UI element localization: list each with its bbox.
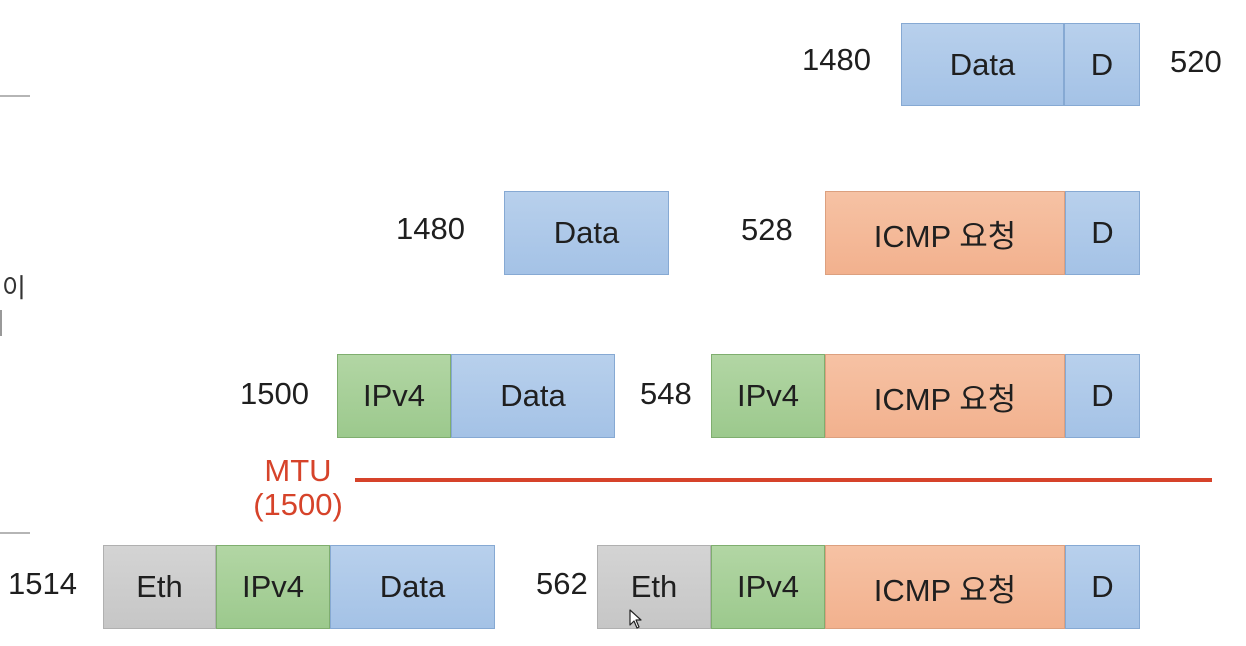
row4-right-ipv4-box: IPv4 — [711, 545, 825, 629]
row1-data-box: Data — [901, 23, 1064, 106]
row2-left-size: 1480 — [396, 211, 465, 246]
row2-d-box: D — [1065, 191, 1140, 275]
row4-data-box: Data — [330, 545, 495, 629]
row1-d-box: D — [1064, 23, 1140, 106]
mtu-label: MTU (1500) — [250, 454, 346, 522]
mtu-title: MTU — [264, 453, 332, 488]
row4-right-size: 562 — [536, 566, 588, 601]
row3-left-size: 1500 — [240, 376, 309, 411]
row4-d-box: D — [1065, 545, 1140, 629]
row1-right-size: 520 — [1170, 44, 1222, 79]
mouse-pointer-icon — [629, 609, 642, 629]
row3-d-box: D — [1065, 354, 1140, 438]
mtu-value: (1500) — [253, 487, 343, 522]
edge-tick — [0, 310, 2, 336]
row4-icmp-box: ICMP 요청 — [825, 545, 1065, 629]
row4-left-eth-box: Eth — [103, 545, 216, 629]
row2-data-box: Data — [504, 191, 669, 275]
row3-left-ipv4-box: IPv4 — [337, 354, 451, 438]
row4-left-ipv4-box: IPv4 — [216, 545, 330, 629]
edge-text-fragment: 이 — [2, 273, 26, 303]
row3-icmp-box: ICMP 요청 — [825, 354, 1065, 438]
row2-icmp-box: ICMP 요청 — [825, 191, 1065, 275]
row1-left-size: 1480 — [802, 42, 871, 77]
row2-right-size: 528 — [741, 212, 793, 247]
row3-right-ipv4-box: IPv4 — [711, 354, 825, 438]
row3-data-box: Data — [451, 354, 615, 438]
edge-divider-bottom — [0, 532, 30, 534]
row4-left-size: 1514 — [8, 566, 77, 601]
edge-divider-top — [0, 95, 30, 97]
mtu-line — [355, 478, 1212, 482]
row4-right-eth-box: Eth — [597, 545, 711, 629]
row3-right-size: 548 — [640, 376, 692, 411]
